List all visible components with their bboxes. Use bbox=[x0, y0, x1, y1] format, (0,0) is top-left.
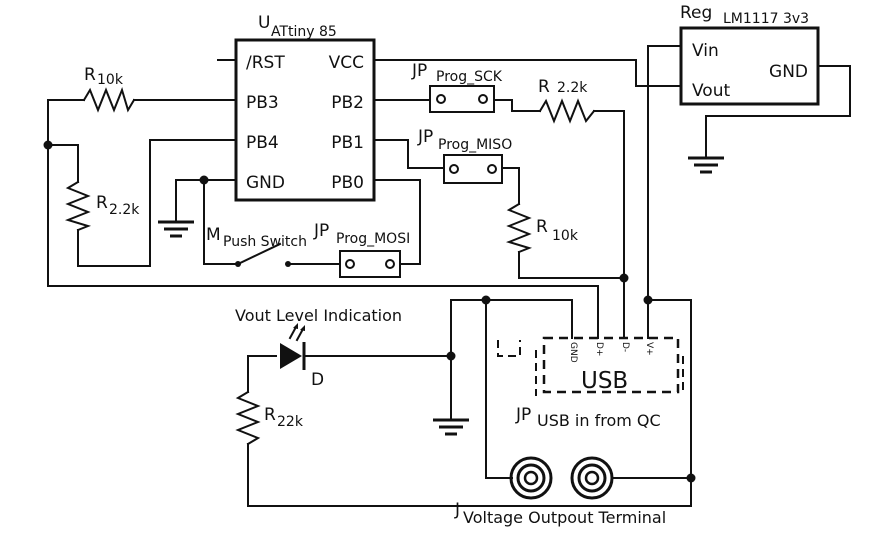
resistor-miso-ref: R bbox=[536, 217, 548, 237]
usb-connector: GND D+ D- V+ USB JP USB in from QC bbox=[497, 336, 684, 430]
regulator-pin-gnd: GND bbox=[769, 62, 808, 82]
resistor-led-ref: R bbox=[264, 405, 276, 425]
pin-pb1: PB1 bbox=[331, 133, 364, 153]
resistor-pb4-ref: R bbox=[96, 193, 108, 213]
jumper-miso-name: Prog_MISO bbox=[438, 137, 512, 153]
regulator-pin-vin: Vin bbox=[692, 41, 719, 61]
light-arrow-icon bbox=[293, 323, 298, 329]
usb-jumper-ref: JP bbox=[515, 405, 531, 425]
ground-icon bbox=[158, 220, 194, 238]
resistor-pb3-value: 10k bbox=[97, 72, 124, 88]
resistor-pb3: R 10k bbox=[82, 65, 136, 113]
resistor-sck-value: 2.2k bbox=[557, 80, 588, 96]
led-ref: D bbox=[311, 370, 324, 390]
attiny85-ic: U ATtiny 85 /RST PB3 PB4 GND VCC PB2 PB1… bbox=[217, 13, 376, 202]
regulator-ref: Reg bbox=[680, 3, 712, 23]
resistor-miso: R 10k bbox=[505, 202, 579, 254]
regulator-pin-vout: Vout bbox=[692, 81, 730, 101]
jumper-mosi-name: Prog_MOSI bbox=[336, 231, 410, 247]
led: D Vout Level Indication bbox=[235, 306, 402, 412]
terminal-post-icon bbox=[509, 456, 553, 500]
pin-rst: /RST bbox=[246, 53, 285, 73]
jumper-sck: JP Prog_SCK bbox=[411, 61, 503, 113]
switch-ref: M bbox=[206, 225, 221, 245]
regulator-ref-sub: LM1117 3v3 bbox=[723, 11, 809, 27]
ic-body bbox=[234, 38, 376, 202]
jumper-miso: JP Prog_MISO bbox=[417, 127, 512, 184]
pin-pb3: PB3 bbox=[246, 93, 279, 113]
resistor-pb4: R 2.2k bbox=[64, 180, 140, 232]
resistor-sck: R 2.2k bbox=[538, 77, 596, 124]
resistor-miso-value: 10k bbox=[552, 228, 579, 244]
usb-jumper-name: USB in from QC bbox=[537, 411, 661, 430]
wires bbox=[47, 45, 851, 507]
led-caption: Vout Level Indication bbox=[235, 306, 402, 325]
usb-pin-vplus: V+ bbox=[644, 342, 654, 356]
regulator: Reg LM1117 3v3 Vin Vout GND bbox=[679, 3, 820, 106]
jumper-mosi: JP Prog_MOSI bbox=[313, 221, 410, 278]
jumper-mosi-ref: JP bbox=[313, 221, 329, 241]
jumper-sck-ref: JP bbox=[411, 61, 427, 81]
light-arrow-icon bbox=[300, 325, 305, 331]
jumper-miso-ref: JP bbox=[417, 127, 433, 147]
terminal-ref: J bbox=[454, 500, 460, 520]
ground-icon bbox=[433, 418, 469, 436]
jumper-sck-name: Prog_SCK bbox=[436, 69, 503, 85]
switch-name: Push Switch bbox=[223, 234, 307, 250]
pin-gnd: GND bbox=[246, 173, 285, 193]
resistor-sck-ref: R bbox=[538, 77, 550, 97]
pin-pb2: PB2 bbox=[331, 93, 364, 113]
ground-symbols bbox=[158, 156, 724, 436]
resistor-led: R 22k bbox=[235, 390, 304, 446]
pin-vcc: VCC bbox=[329, 53, 364, 73]
usb-label: USB bbox=[581, 368, 628, 394]
usb-pin-dplus: D+ bbox=[594, 342, 604, 356]
terminal-name: Voltage Outpout Terminal bbox=[463, 508, 666, 527]
output-terminal: J Voltage Outpout Terminal bbox=[454, 456, 666, 527]
resistor-pb4-value: 2.2k bbox=[109, 202, 140, 218]
junctions bbox=[43, 140, 696, 483]
pin-pb4: PB4 bbox=[246, 133, 279, 153]
push-switch: M Push Switch bbox=[206, 225, 307, 267]
resistor-led-value: 22k bbox=[277, 414, 304, 430]
terminal-post-icon bbox=[570, 456, 614, 500]
ground-icon bbox=[688, 156, 724, 174]
usb-pin-gnd: GND bbox=[568, 342, 578, 363]
resistor-pb3-ref: R bbox=[84, 65, 96, 85]
usb-pin-dminus: D- bbox=[620, 342, 630, 352]
ic-ref-sub: ATtiny 85 bbox=[271, 24, 337, 40]
pin-pb0: PB0 bbox=[331, 173, 364, 193]
ic-ref: U bbox=[258, 13, 270, 33]
